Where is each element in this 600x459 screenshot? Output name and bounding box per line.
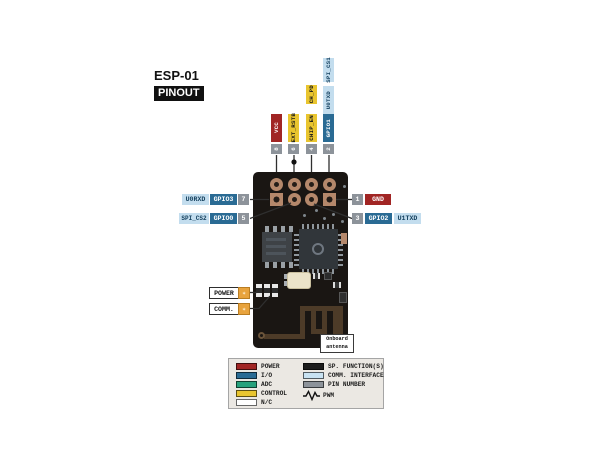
page-title: ESP-01 PINOUT xyxy=(154,68,204,101)
legend-item-pwm: PWM xyxy=(303,390,334,401)
pin1-number: 1 xyxy=(352,194,363,205)
pin3-gpio2-label: GPIO2 xyxy=(365,213,392,224)
power-led xyxy=(256,284,262,297)
via xyxy=(341,220,344,223)
antenna-trace xyxy=(264,334,300,339)
via xyxy=(323,217,326,220)
pin2-number: 2 xyxy=(323,144,334,154)
crystal-oscillator xyxy=(287,272,311,289)
pin8-vcc-label: VCC xyxy=(271,114,282,142)
pin6-number: 6 xyxy=(288,144,299,154)
led-component xyxy=(272,284,278,297)
via xyxy=(315,209,318,212)
pin4-ch-pd-label: CH_PD xyxy=(306,85,317,104)
flash-chip xyxy=(262,232,292,262)
pad-row2-4 xyxy=(322,193,336,206)
pin7-u0rxd-label: U0RXD xyxy=(182,194,209,205)
pad-row1-2 xyxy=(287,178,301,191)
legend-item-power: POWER xyxy=(236,363,280,370)
pin3-u1txd-label: U1TXD xyxy=(394,213,421,224)
color-swatch xyxy=(236,390,257,397)
via xyxy=(332,213,335,216)
via xyxy=(303,214,306,217)
legend: POWER I/O ADC CONTROL N/C SP. FUNCTION(S… xyxy=(228,358,384,409)
legend-item-io: I/O xyxy=(236,372,272,379)
pin1-gnd-label: GND xyxy=(365,194,391,205)
color-swatch xyxy=(236,381,257,388)
color-swatch xyxy=(236,363,257,370)
comm-led xyxy=(264,284,270,297)
pin5-spi-cs2-label: SPI_CS2 xyxy=(179,213,209,224)
pin8-number: 8 xyxy=(271,144,282,154)
pad-row1-3 xyxy=(305,178,318,191)
pin7-number: 7 xyxy=(238,194,249,205)
comm-led-icon: ✶ xyxy=(238,303,250,315)
pin7-gpio3-label: GPIO3 xyxy=(210,194,237,205)
esp01-module xyxy=(253,172,348,348)
antenna-via xyxy=(258,332,265,339)
legend-item-nc: N/C xyxy=(236,399,272,406)
esp8266-chip xyxy=(299,229,338,269)
pwm-wave-icon xyxy=(303,390,320,401)
pin3-number: 3 xyxy=(352,213,363,224)
title-pinout-badge: PINOUT xyxy=(154,86,204,101)
pin2-u0txd-label: U0TXD xyxy=(323,86,334,114)
via xyxy=(343,185,346,188)
color-swatch xyxy=(303,363,324,370)
pin5-gpio0-label: GPIO0 xyxy=(210,213,237,224)
legend-item-pin-number: PIN NUMBER xyxy=(303,381,365,388)
pin6-ext-rstb-label: EXT_RSTB xyxy=(288,113,299,143)
color-swatch xyxy=(236,399,257,406)
pin6-line-dot xyxy=(291,159,297,165)
power-led-icon: ✶ xyxy=(238,287,250,299)
onboard-antenna-label: Onboard antenna xyxy=(320,334,354,354)
comm-led-callout: COMM. xyxy=(209,303,239,315)
pin4-number: 4 xyxy=(306,144,317,154)
color-swatch xyxy=(236,372,257,379)
legend-item-control: CONTROL xyxy=(236,390,287,397)
pad-row1-1 xyxy=(270,178,283,191)
pad-row2-3 xyxy=(305,193,318,206)
color-swatch xyxy=(303,381,324,388)
pad-row1-4 xyxy=(322,178,336,191)
color-swatch xyxy=(303,372,324,379)
legend-item-sp-function: SP. FUNCTION(S) xyxy=(303,363,384,370)
legend-item-adc: ADC xyxy=(236,381,272,388)
power-led-callout: POWER xyxy=(209,287,239,299)
pin5-number: 5 xyxy=(238,213,249,224)
pad-row2-1 xyxy=(270,193,283,206)
pin2-gpio1-label: GPIO1 xyxy=(323,114,334,142)
pin4-chip-en-label: CHIP_EN xyxy=(306,114,317,142)
espressif-logo-icon xyxy=(312,243,324,255)
title-esp01: ESP-01 xyxy=(154,68,199,83)
side-component xyxy=(341,233,347,244)
pin2-spi-cs1-label: SPI_CS1 xyxy=(323,57,334,83)
legend-item-comm-interface: COMM. INTERFACE xyxy=(303,372,384,379)
